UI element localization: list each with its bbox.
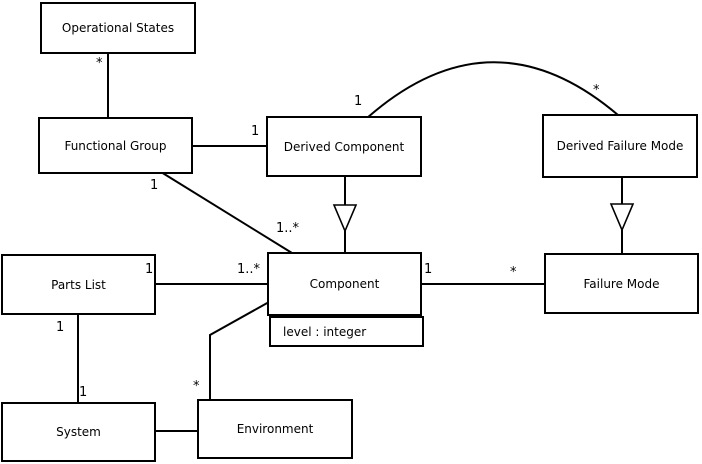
multiplicity-functional-group-component-many: 1..* (276, 221, 300, 236)
multiplicity-component-one: 1 (424, 262, 433, 277)
class-name-label: System (56, 425, 101, 439)
class-name-label: Parts List (51, 277, 106, 292)
class-failure-mode[interactable]: Failure Mode (544, 253, 699, 314)
class-derived-failure-mode[interactable]: Derived Failure Mode (542, 114, 698, 178)
generalization-triangle-failure-mode (609, 203, 635, 233)
multiplicity-parts-list-component-many: 1..* (237, 262, 261, 277)
class-name-label: Operational States (61, 21, 175, 35)
multiplicity-operational-states-star: * (96, 56, 103, 71)
class-operational-states[interactable]: Operational States (40, 2, 196, 54)
class-attribute-label: level : integer (283, 324, 367, 339)
edge-functional-group-component (160, 171, 293, 254)
edge-arc-derived-component-derived-failure-mode (366, 61, 619, 119)
class-derived-component[interactable]: Derived Component (266, 116, 422, 177)
class-name-label: Derived Failure Mode (556, 139, 684, 153)
class-name-label: Derived Component (283, 139, 405, 154)
class-component-attribute-compartment[interactable]: level : integer (269, 316, 424, 347)
multiplicity-arc-star: * (593, 83, 600, 98)
class-name-label: Environment (236, 422, 314, 436)
multiplicity-failure-mode-star: * (510, 265, 517, 280)
multiplicity-parts-list-system-top: 1 (56, 320, 65, 335)
class-functional-group[interactable]: Functional Group (38, 117, 193, 174)
edge-environment-component (209, 301, 270, 401)
multiplicity-environment-star: * (193, 379, 200, 394)
multiplicity-derived-component-one: 1 (251, 124, 260, 139)
multiplicity-arc-one: 1 (354, 94, 363, 109)
class-environment[interactable]: Environment (197, 399, 353, 459)
multiplicity-parts-list-one: 1 (145, 262, 154, 277)
class-name-label: Functional Group (64, 138, 167, 153)
class-name-label: Component (309, 277, 380, 291)
multiplicity-parts-list-system-bottom: 1 (79, 385, 88, 400)
generalization-triangle-component (332, 204, 358, 234)
class-system[interactable]: System (1, 402, 156, 462)
class-parts-list[interactable]: Parts List (1, 254, 156, 315)
multiplicity-functional-group-one: 1 (150, 178, 159, 193)
class-component[interactable]: Component (267, 252, 422, 316)
class-name-label: Failure Mode (583, 276, 660, 291)
